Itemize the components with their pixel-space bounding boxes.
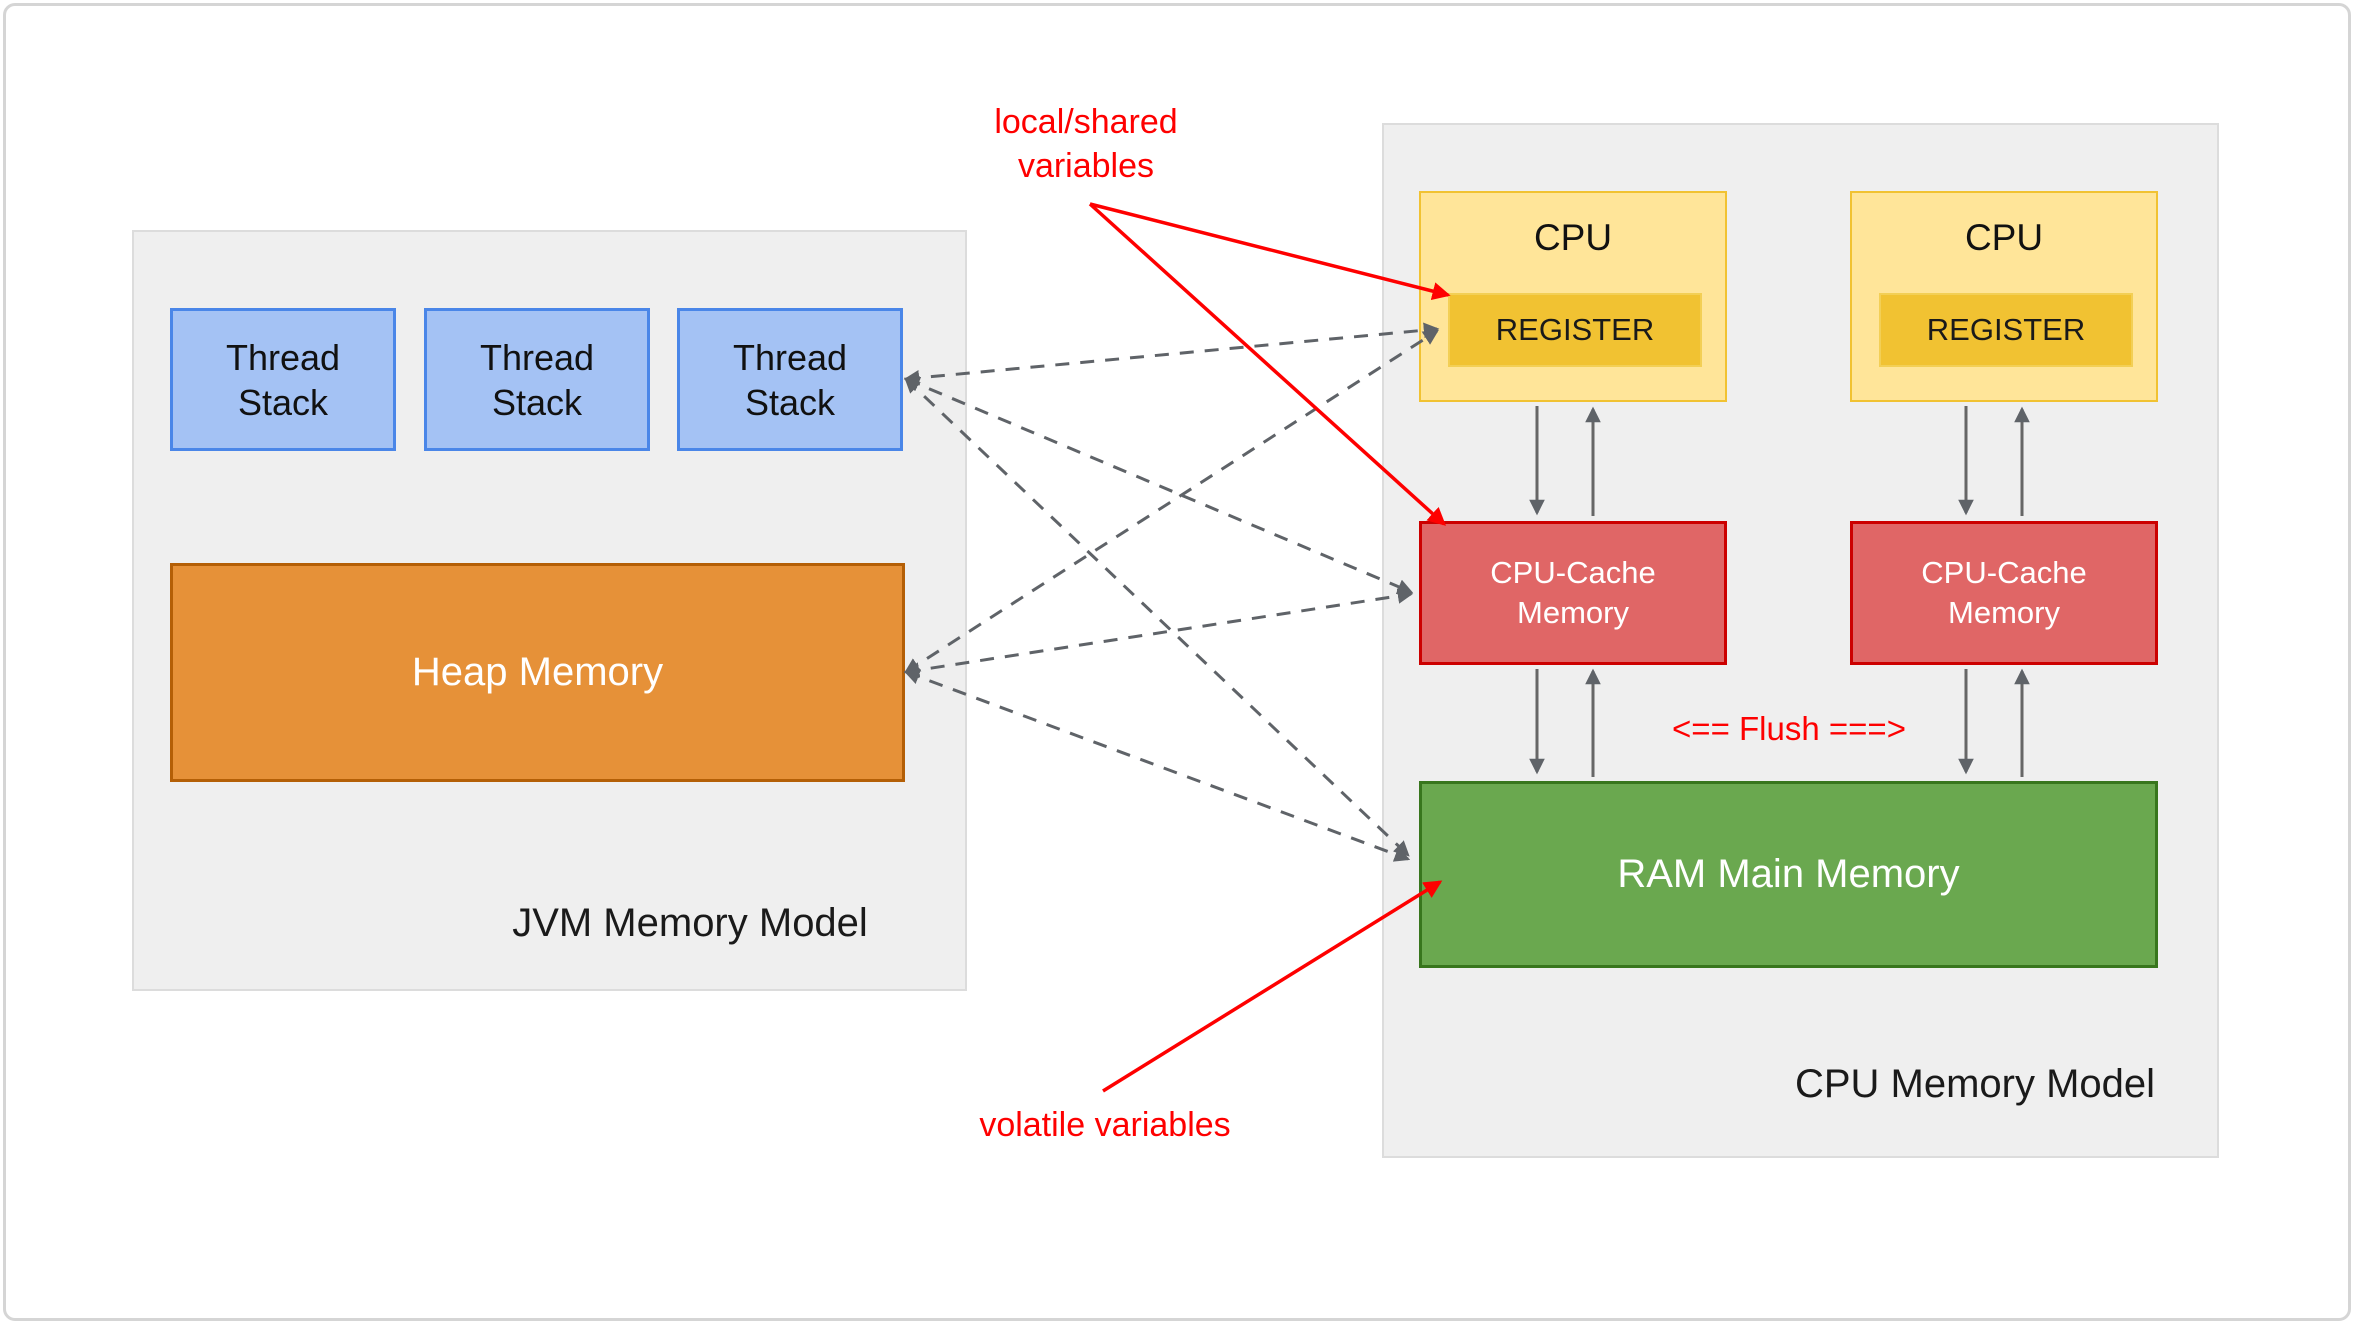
local-shared-line2: variables <box>1017 147 1155 186</box>
dashed-arrow-threadstack-to-ram <box>904 377 1410 857</box>
volatile-variables-annotation: volatile variables <box>979 1106 1231 1144</box>
thread-stack-label: Thread Stack <box>225 336 341 423</box>
ram-main-memory-box: RAM Main Memory <box>1419 781 2158 968</box>
cpu-cache-memory-label: CPU-Cache Memory <box>1921 554 2087 630</box>
heap-memory-label: Heap Memory <box>411 650 664 694</box>
thread-stack-label: Thread Stack <box>732 336 848 423</box>
cpu-panel-title: CPU Memory Model <box>1794 1062 2156 1106</box>
dashed-arrow-threadstack-to-register <box>903 322 1440 386</box>
cpu-box-2: CPU REGISTER <box>1850 191 2158 402</box>
heap-memory-box: Heap Memory <box>170 563 905 782</box>
thread-stack-box-3: Thread Stack <box>677 308 903 451</box>
flush-annotation: <== Flush ===> <box>1672 710 1906 747</box>
local-shared-variables-annotation: local/shared variables <box>936 100 1236 188</box>
dashed-arrow-heap-to-ram <box>903 669 1411 862</box>
register-box-2: REGISTER <box>1879 293 2133 367</box>
cpu-label: CPU <box>1533 217 1613 258</box>
ram-main-memory-label: RAM Main Memory <box>1617 852 1960 896</box>
jvm-panel-title: JVM Memory Model <box>512 901 868 945</box>
cpu-cache-memory-box-2: CPU-Cache Memory <box>1850 521 2158 665</box>
thread-stack-box-1: Thread Stack <box>170 308 396 451</box>
thread-stack-box-2: Thread Stack <box>424 308 650 451</box>
thread-stack-label: Thread Stack <box>479 336 595 423</box>
dashed-arrow-threadstack-to-cache <box>903 376 1414 595</box>
register-box-1: REGISTER <box>1448 293 1702 367</box>
cpu-label: CPU <box>1964 217 2044 258</box>
dashed-arrow-heap-to-register <box>904 329 1439 674</box>
register-label: REGISTER <box>1495 312 1655 347</box>
cpu-cache-memory-box-1: CPU-Cache Memory <box>1419 521 1727 665</box>
dashed-arrow-heap-to-cache <box>903 588 1414 678</box>
local-shared-line1: local/shared <box>994 103 1178 141</box>
register-label: REGISTER <box>1926 312 2086 347</box>
cpu-box-1: CPU REGISTER <box>1419 191 1727 402</box>
cpu-cache-memory-label: CPU-Cache Memory <box>1490 554 1656 630</box>
